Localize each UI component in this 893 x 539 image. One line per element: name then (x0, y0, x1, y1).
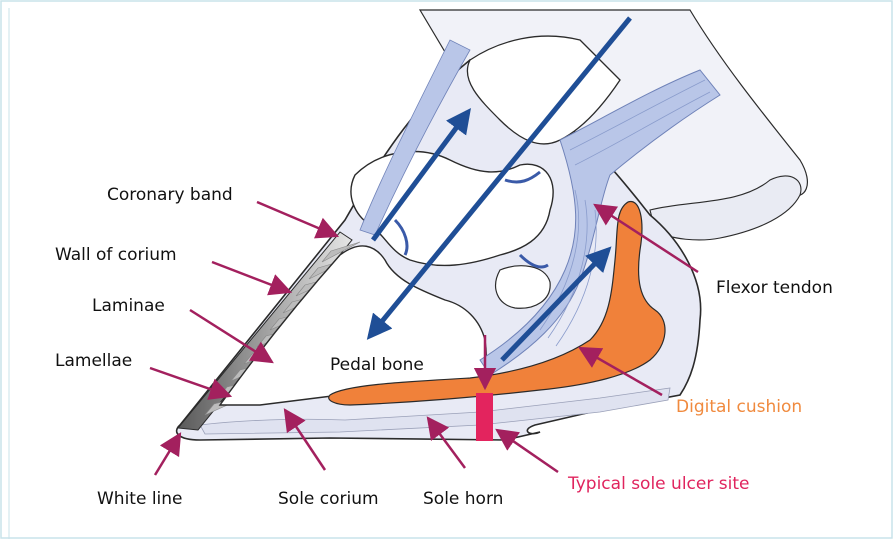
pointer-white-line (155, 434, 180, 475)
label-flexor-tendon: Flexor tendon (716, 278, 833, 298)
label-digital-cushion: Digital cushion (676, 397, 802, 417)
label-sole-horn: Sole horn (423, 489, 503, 509)
label-typical-sole-ulcer-site: Typical sole ulcer site (567, 474, 749, 494)
label-wall-of-corium: Wall of corium (55, 245, 177, 265)
navicular-bone (496, 266, 551, 308)
label-sole-corium: Sole corium (278, 489, 379, 509)
label-lamellae: Lamellae (55, 351, 132, 371)
pointer-wall-of-corium (212, 262, 290, 292)
label-pedal-bone: Pedal bone (330, 355, 424, 375)
pointer-ulcer-from-label (497, 430, 558, 472)
label-white-line: White line (97, 489, 183, 509)
sole-ulcer-marker (476, 393, 493, 441)
label-laminae: Laminae (92, 296, 165, 316)
pointer-coronary-band (257, 202, 337, 236)
label-coronary-band: Coronary band (107, 185, 233, 205)
